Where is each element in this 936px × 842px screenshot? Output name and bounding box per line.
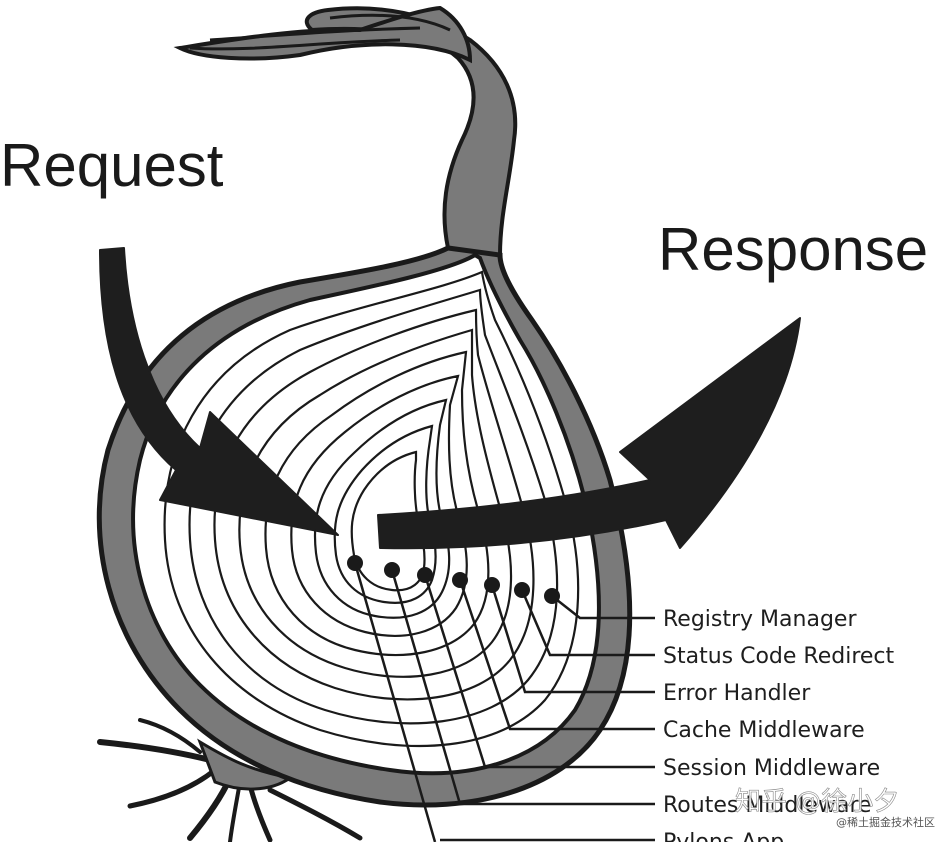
layer-dot-pylons-app [347,555,363,571]
leader-line-registry-manager [551,595,655,620]
layer-dot-cache-middleware [452,572,468,588]
leader-line-error-handler [490,584,655,694]
leader-line-status-code-redirect [520,589,655,657]
layer-label-error-handler: Error Handler [663,681,811,706]
response-arrow [377,317,801,550]
leader-line-routes-middleware [390,569,655,806]
layer-dot-status-code-redirect [514,582,530,598]
watermark-sub: @稀土掘金技术社区 [836,815,935,829]
layer-dot-error-handler [484,577,500,593]
layer-label-status-code-redirect: Status Code Redirect [663,644,895,669]
leader-line-cache-middleware [458,579,655,731]
layer-label-pylons-app: Pylons App [663,830,784,842]
leader-line-session-middleware [423,574,655,769]
leader-line-pylons-app [353,562,437,842]
layer-leader-lines [353,562,655,842]
layer-labels: Registry Manager Status Code Redirect Er… [663,607,895,842]
response-label: Response [658,216,928,283]
onion-sprout-lines [189,13,451,51]
layer-label-registry-manager: Registry Manager [663,607,857,632]
onion-stem [304,6,518,258]
request-arrow [99,247,339,536]
layer-dots [347,555,560,604]
layer-label-cache-middleware: Cache Middleware [663,718,865,743]
layer-dot-routes-middleware [384,562,400,578]
watermark-main: 知乎 @徐小夕 [735,787,899,817]
request-label: Request [0,132,224,199]
layer-dot-registry-manager [544,588,560,604]
layer-label-routes-middleware: Routes Middleware [663,793,872,818]
layer-label-session-middleware: Session Middleware [663,756,880,781]
layer-dot-session-middleware [417,567,433,583]
